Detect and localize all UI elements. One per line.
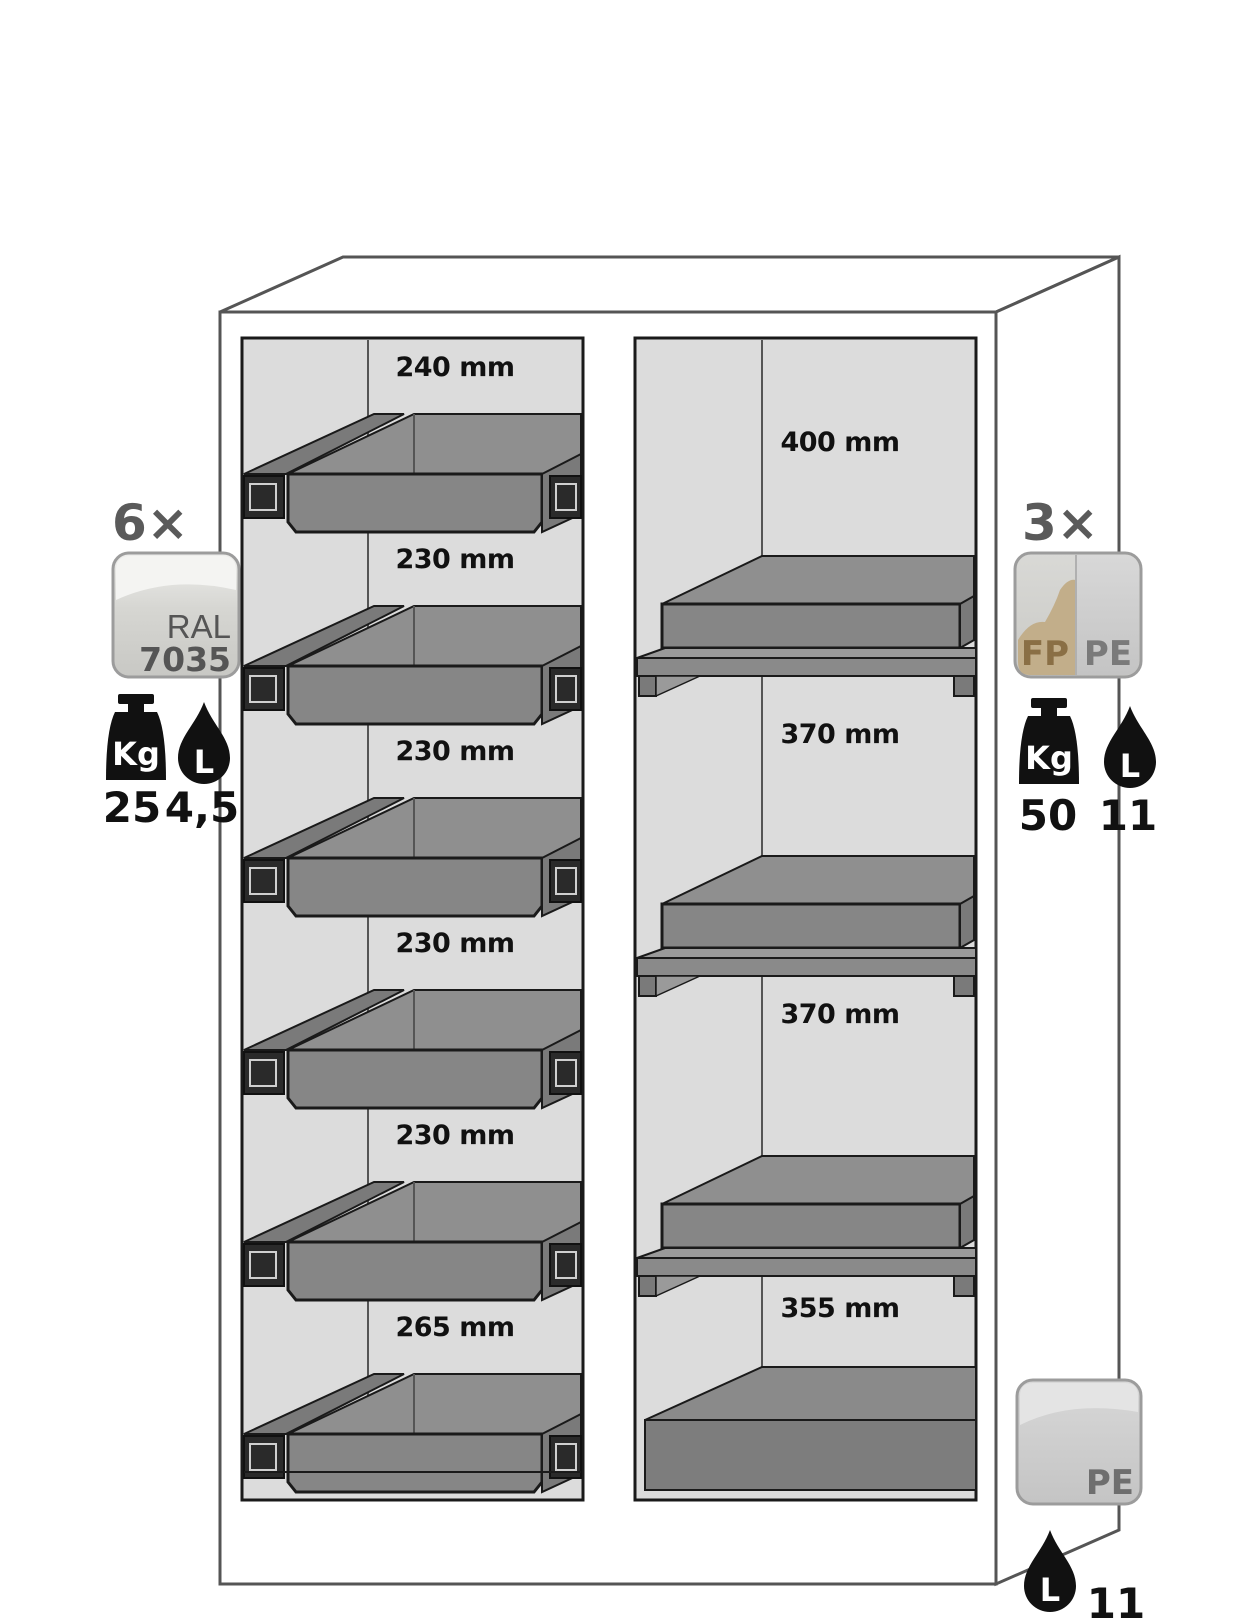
right-height-label-4: 355 mm [780, 1293, 899, 1324]
left-height-label-3: 230 mm [395, 736, 514, 767]
pe-label: PE [1086, 1463, 1134, 1503]
right-info-panel: 3× FP PE Kg L 50 11 [1013, 494, 1157, 840]
weight-icon-label: Kg [1025, 739, 1073, 777]
liquid-drop-icon: L [178, 702, 230, 784]
left-height-label-6: 265 mm [395, 1312, 514, 1343]
bottom-capacity-value: 11 [1087, 1579, 1145, 1624]
right-height-label-2: 370 mm [780, 719, 899, 750]
left-drip-tray [243, 989, 582, 1110]
fp-pe-material-tile: FP PE [1013, 551, 1143, 679]
weight-icon: Kg [1019, 698, 1079, 784]
left-height-label-1: 240 mm [395, 352, 514, 383]
pe-label: PE [1084, 634, 1132, 674]
left-height-label-5: 230 mm [395, 1120, 514, 1151]
left-drip-tray [243, 797, 582, 918]
liquid-icon-label: L [1040, 1571, 1060, 1609]
liquid-icon-label: L [1120, 747, 1140, 785]
cabinet-top [219, 255, 1120, 314]
right-shelf-tray [636, 555, 977, 698]
right-sump-tray [644, 1366, 977, 1491]
liquid-drop-icon: L [1104, 706, 1156, 788]
left-compartment: 240 mm 230 mm 230 mm 230 mm 230 mm 265 m… [240, 336, 585, 1502]
right-max-load-value: 50 [1019, 791, 1077, 840]
left-drip-tray [243, 605, 582, 726]
left-info-panel: 6× RAL 7035 Kg L 25 4,5 [103, 494, 241, 832]
left-height-label-4: 230 mm [395, 928, 514, 959]
ral-color-tile: RAL 7035 [111, 551, 241, 679]
right-height-label-3: 370 mm [780, 999, 899, 1030]
weight-icon: Kg [106, 694, 166, 780]
bottom-info-panel: PE L 11 [1015, 1378, 1145, 1624]
ral-code: 7035 [139, 640, 231, 679]
right-tray-count: 3× [1022, 494, 1099, 552]
left-drip-tray [243, 413, 582, 534]
right-compartment: 400 mm 370 mm 370 mm 355 mm [633, 336, 978, 1502]
fp-label: FP [1021, 634, 1069, 674]
left-drip-tray [243, 1181, 582, 1302]
pe-material-tile: PE [1015, 1378, 1143, 1506]
right-capacity-value: 11 [1099, 791, 1157, 840]
left-capacity-value: 4,5 [165, 783, 239, 832]
left-max-load-value: 25 [103, 783, 161, 832]
left-tray-count: 6× [112, 494, 189, 552]
right-height-label-1: 400 mm [780, 427, 899, 458]
right-shelf-tray [636, 1155, 977, 1298]
right-shelf-tray [636, 855, 977, 998]
left-height-label-2: 230 mm [395, 544, 514, 575]
ral-label: RAL [167, 608, 231, 645]
liquid-icon-label: L [194, 743, 214, 781]
liquid-drop-icon: L [1024, 1530, 1076, 1612]
weight-icon-label: Kg [112, 735, 160, 773]
